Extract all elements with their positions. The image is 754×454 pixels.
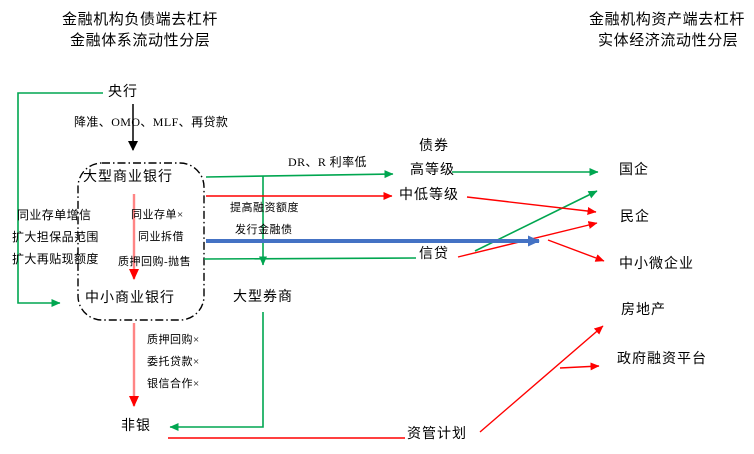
label-pledged-repo-selloff: 质押回购-抛售 <box>118 256 192 268</box>
node-soe: 国企 <box>619 163 649 178</box>
node-private-enterprise: 民企 <box>620 210 650 225</box>
label-expand-rediscount: 扩大再贴现额度 <box>12 252 99 266</box>
label-dr-r-low: DR、R 利率低 <box>288 155 367 169</box>
arrow-midlowgrade-to-private <box>466 196 597 215</box>
node-large-commercial-banks: 大型商业银行 <box>83 170 173 185</box>
label-pboc-tools: 降准、OMO、MLF、再贷款 <box>74 115 229 129</box>
node-mid-low-grade: 中低等级 <box>399 188 459 203</box>
node-small-commercial-banks: 中小商业银行 <box>85 291 175 306</box>
arrow-brokers-to-nonbank <box>169 312 264 431</box>
label-raise-financing-quota: 提高融资额度 <box>230 202 299 214</box>
title-left-line2: 金融体系流动性分层 <box>70 33 211 49</box>
node-nonbank: 非银 <box>121 419 151 434</box>
label-interbank-lending: 同业拆借 <box>138 231 184 243</box>
title-right-line1: 金融机构资产端去杠杆 <box>589 12 746 28</box>
node-central-bank: 央行 <box>108 85 138 100</box>
node-credit: 信贷 <box>419 247 449 262</box>
node-high-grade: 高等级 <box>410 163 455 178</box>
banks-group-box <box>77 162 205 321</box>
node-asset-mgmt-plan: 资管计划 <box>407 427 467 442</box>
node-gov-financing-platform: 政府融资平台 <box>617 352 707 367</box>
line-largebanks-to-credit <box>203 257 417 260</box>
node-real-estate: 房地产 <box>621 303 666 318</box>
label-issue-financial-bond: 发行金融债 <box>235 224 293 236</box>
label-expand-collateral: 扩大担保品范围 <box>12 230 99 244</box>
label-ncd-credit-enhance: 同业存单增信 <box>17 208 92 222</box>
label-entrusted-loan-cross: 委托贷款× <box>147 356 200 368</box>
arrow-assetmgmt-to-realestate <box>479 325 604 433</box>
arrow-assetmgmt-to-govplatform <box>559 362 600 371</box>
title-left-line1: 金融机构负债端去杠杆 <box>62 12 219 28</box>
arrow-largebanks-to-highgrade <box>205 170 394 179</box>
arrow-credit-to-sme <box>547 239 605 262</box>
title-right-line2: 实体经济流动性分层 <box>598 33 739 49</box>
node-bond: 债券 <box>419 139 449 154</box>
label-ncd-cross: 同业存单× <box>131 209 184 221</box>
node-large-brokers: 大型券商 <box>233 290 293 305</box>
arrow-pboc-to-small-banks <box>17 92 103 307</box>
label-bank-trust-coop-cross: 银信合作× <box>147 378 200 390</box>
label-pledged-repo-cross: 质押回购× <box>147 334 200 346</box>
node-sme: 中小微企业 <box>619 257 694 272</box>
